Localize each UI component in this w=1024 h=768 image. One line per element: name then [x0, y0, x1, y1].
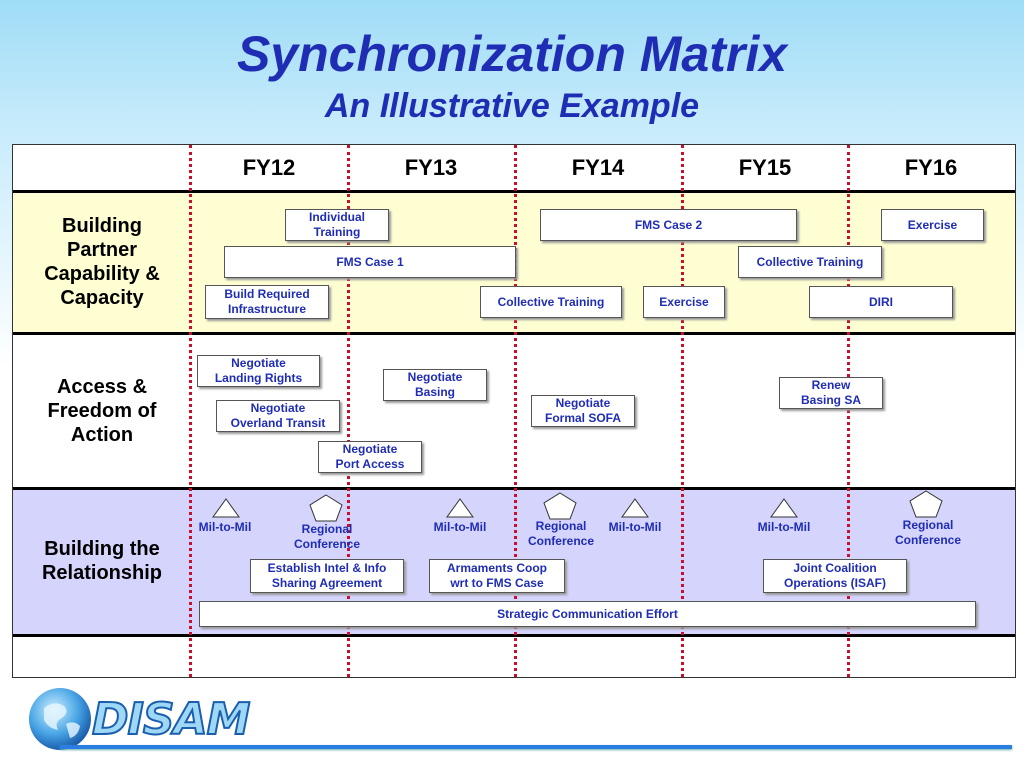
item-collective-training-fy14: Collective Training — [480, 286, 622, 318]
label-regional-conference-2: Regional Conference — [527, 519, 595, 548]
label-mil-to-mil-1: Mil-to-Mil — [198, 520, 252, 534]
divider-fy14 — [514, 145, 517, 677]
label-mil-to-mil-4: Mil-to-Mil — [757, 520, 811, 534]
header-fy13: FY13 — [404, 155, 458, 180]
regional-conference-pentagon-icon — [543, 492, 577, 520]
regional-conference-pentagon-icon — [909, 490, 943, 518]
item-exercise-fy16: Exercise — [881, 209, 984, 241]
disam-logo — [29, 688, 91, 750]
header-fy15: FY15 — [738, 155, 792, 180]
label-regional-conference-3: Regional Conference — [894, 518, 962, 547]
item-build-infrastructure: Build Required Infrastructure — [205, 285, 329, 319]
item-fms-case-2: FMS Case 2 — [540, 209, 797, 241]
item-diri: DIRI — [809, 286, 953, 318]
header-fy14: FY14 — [571, 155, 625, 180]
header-fy16: FY16 — [904, 155, 958, 180]
mil-to-mil-triangle-icon — [212, 498, 240, 518]
disam-logo-text: DISAM — [91, 693, 251, 746]
slide-title: Synchronization Matrix — [236, 26, 788, 82]
item-negotiate-formal-sofa: Negotiate Formal SOFA — [531, 395, 635, 427]
item-joint-coalition-ops: Joint Coalition Operations (ISAF) — [763, 559, 907, 593]
divider-fy16 — [847, 145, 850, 677]
item-exercise-fy15: Exercise — [643, 286, 725, 318]
item-negotiate-basing: Negotiate Basing — [383, 369, 487, 401]
row-label-bpc: Building Partner Capability & Capacity — [44, 215, 160, 309]
mil-to-mil-triangle-icon — [770, 498, 798, 518]
item-collective-training-fy15: Collective Training — [738, 246, 882, 278]
row-label-afa: Access & Freedom of Action — [47, 376, 157, 446]
divider-fy15 — [681, 145, 684, 677]
item-negotiate-landing-rights: Negotiate Landing Rights — [197, 355, 320, 387]
mil-to-mil-triangle-icon — [446, 498, 474, 518]
mil-to-mil-triangle-icon — [621, 498, 649, 518]
item-renew-basing-sa: Renew Basing SA — [779, 377, 883, 409]
item-armaments-coop: Armaments Coop wrt to FMS Case — [429, 559, 565, 593]
label-regional-conference-1: Regional Conference — [293, 522, 361, 551]
item-negotiate-overland-transit: Negotiate Overland Transit — [216, 400, 340, 432]
item-fms-case-1: FMS Case 1 — [224, 246, 516, 278]
row-label-btr: Building the Relationship — [41, 538, 162, 584]
label-mil-to-mil-3: Mil-to-Mil — [608, 520, 662, 534]
header-fy12: FY12 — [242, 155, 296, 180]
footer-line — [60, 745, 1012, 749]
item-strategic-communication: Strategic Communication Effort — [199, 601, 976, 627]
divider-fy12 — [189, 145, 192, 677]
sync-matrix: FY12 FY13 FY14 FY15 FY16 Building Partne… — [12, 144, 1016, 678]
item-individual-training: Individual Training — [285, 209, 389, 241]
slide-subtitle: An Illustrative Example — [324, 87, 700, 125]
divider-fy13 — [347, 145, 350, 677]
label-mil-to-mil-2: Mil-to-Mil — [433, 520, 487, 534]
item-intel-sharing-agreement: Establish Intel & Info Sharing Agreement — [250, 559, 404, 593]
regional-conference-pentagon-icon — [309, 494, 343, 522]
item-negotiate-port-access: Negotiate Port Access — [318, 441, 422, 473]
